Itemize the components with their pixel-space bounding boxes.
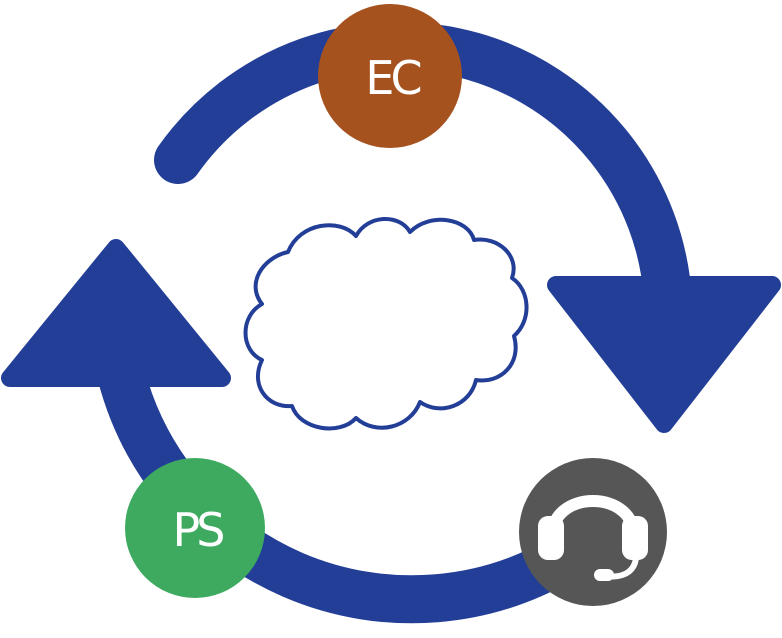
- node-support: [519, 458, 667, 606]
- node-ec-label: EC: [365, 51, 420, 105]
- arrow-head-right-down: [547, 276, 781, 433]
- node-ec-circle: [318, 4, 462, 148]
- arrow-head-left-up: [1, 239, 231, 387]
- cloud-icon: [243, 217, 529, 431]
- cycle-arc-top: [154, 21, 692, 324]
- node-ps-label: PS: [173, 503, 224, 557]
- headset-icon: [538, 495, 648, 581]
- cycle-arc-bottom: [96, 364, 572, 624]
- node-ps: PS: [125, 458, 265, 598]
- node-ps-circle: [125, 458, 265, 598]
- node-ec: EC: [318, 4, 462, 148]
